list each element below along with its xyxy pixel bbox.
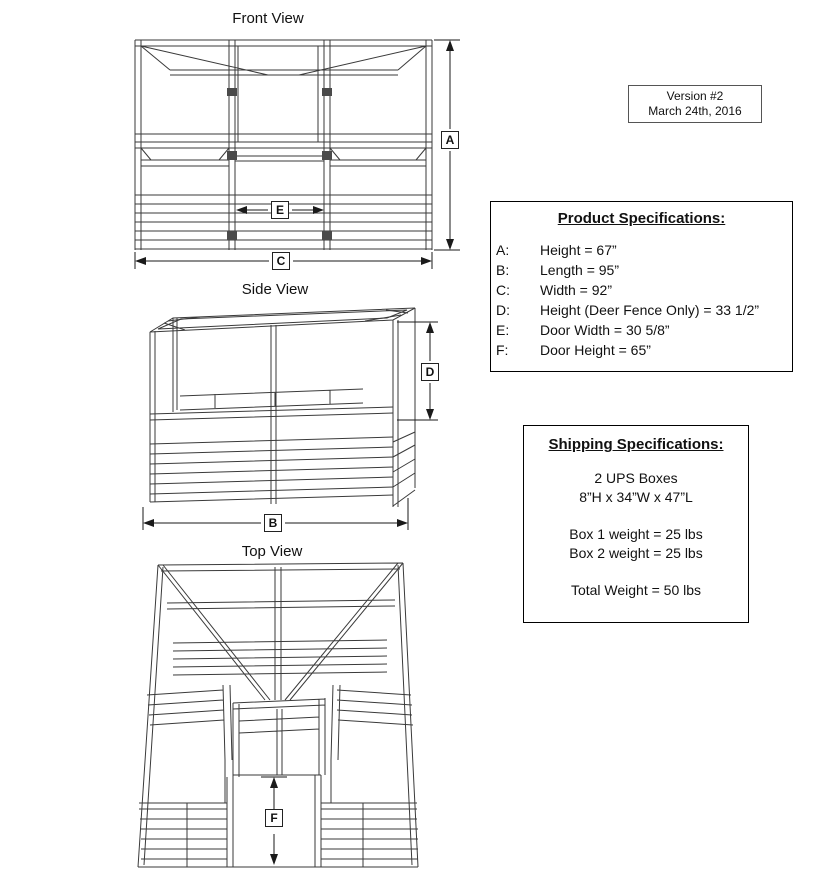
spec-row-d: D: Height (Deer Fence Only) = 33 1/2” xyxy=(491,300,792,320)
dim-c-arrow xyxy=(134,252,433,269)
shipping-box2-weight: Box 2 weight = 25 lbs xyxy=(569,545,703,561)
shipping-specifications-title: Shipping Specifications: xyxy=(548,436,724,453)
spec-row-c: C: Width = 92” xyxy=(491,280,792,300)
shipping-total-weight: Total Weight = 50 lbs xyxy=(570,582,702,598)
product-specifications-title: Product Specifications: xyxy=(557,210,726,227)
spec-row-b: B: Length = 95” xyxy=(491,260,792,280)
version-date: March 24th, 2016 xyxy=(648,104,742,118)
spec-value: Door Width = 30 5/8” xyxy=(540,322,670,338)
spec-value: Length = 95” xyxy=(540,262,620,278)
spacer xyxy=(524,507,748,525)
side-view-drawing xyxy=(142,307,438,530)
dim-label-e: E xyxy=(271,201,289,219)
spec-key: E: xyxy=(496,322,510,338)
frame-connectors xyxy=(227,88,332,240)
dim-d-arrow xyxy=(397,321,438,421)
product-spec-rows: A: Height = 67” B: Length = 95” C: Width… xyxy=(491,240,792,360)
version-box: Version #2 March 24th, 2016 xyxy=(628,85,762,123)
front-view-title: Front View xyxy=(232,10,304,27)
spec-value: Width = 92” xyxy=(540,282,612,298)
side-frame xyxy=(149,307,416,507)
dim-b-arrow xyxy=(142,498,409,530)
side-view-title: Side View xyxy=(241,281,309,298)
spec-value: Door Height = 65” xyxy=(540,342,651,358)
spec-row-a: A: Height = 67” xyxy=(491,240,792,260)
top-view-title: Top View xyxy=(241,543,303,560)
dim-label-b: B xyxy=(264,514,282,532)
spec-key: A: xyxy=(496,242,510,258)
shipping-boxes-count: 2 UPS Boxes xyxy=(594,470,678,486)
spec-key: F: xyxy=(496,342,509,358)
front-view-drawing xyxy=(134,39,460,269)
top-frame xyxy=(137,562,419,868)
dim-label-d: D xyxy=(421,363,439,381)
spacer xyxy=(524,563,748,581)
spec-key: B: xyxy=(496,262,510,278)
spec-key: D: xyxy=(496,302,510,318)
front-frame xyxy=(134,39,433,250)
product-specifications-box: Product Specifications: A: Height = 67” … xyxy=(490,201,793,372)
top-view-drawing xyxy=(137,562,419,868)
spec-row-e: E: Door Width = 30 5/8” xyxy=(491,320,792,340)
shipping-box-dimensions: 8”H x 34”W x 47”L xyxy=(579,489,693,505)
dim-label-f: F xyxy=(265,809,283,827)
shipping-specifications-box: Shipping Specifications: 2 UPS Boxes 8”H… xyxy=(523,425,749,623)
spec-value: Height (Deer Fence Only) = 33 1/2” xyxy=(540,302,760,318)
dim-a-arrow xyxy=(434,39,460,251)
shipping-box1-weight: Box 1 weight = 25 lbs xyxy=(569,526,703,542)
spec-key: C: xyxy=(496,282,510,298)
version-number: Version #2 xyxy=(666,89,724,103)
dim-label-a: A xyxy=(441,131,459,149)
spec-value: Height = 67” xyxy=(540,242,617,258)
dim-label-c: C xyxy=(272,252,290,270)
spec-row-f: F: Door Height = 65” xyxy=(491,340,792,360)
